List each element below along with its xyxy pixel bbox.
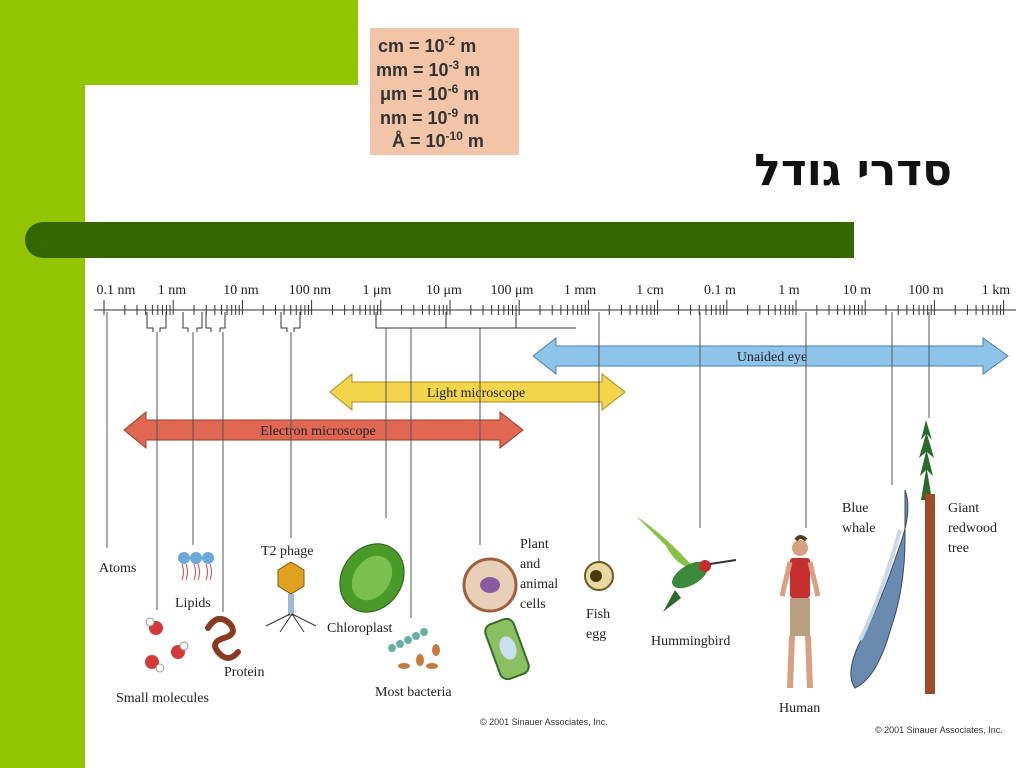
top-green-block [85, 0, 358, 85]
redwood-label-line: Giant [948, 501, 979, 516]
scale-label: 1 nm [158, 283, 187, 298]
cells-label-line: Plant [520, 537, 549, 552]
t2-phage-illustration [265, 561, 317, 633]
range-arrow-light: Light microscope [329, 372, 626, 412]
blue-whale-illustration [850, 489, 909, 689]
small-molecules-label: Small molecules [116, 691, 209, 706]
unit-row: cm = 10-2 m [378, 34, 477, 56]
scale-label: 10 μm [426, 283, 462, 298]
lipids-illustration [178, 552, 214, 581]
hummingbird-illustration [636, 516, 737, 612]
fish-egg-label-line: egg [586, 627, 606, 642]
human-illustration [779, 535, 821, 689]
scale-axis [94, 300, 1016, 332]
cells-label-line: cells [520, 597, 546, 612]
scale-label: 1 μm [363, 283, 392, 298]
scale-label: 1 km [982, 283, 1011, 298]
range-arrow-electron: Electron microscope [123, 410, 524, 450]
scale-label: 1 m [778, 283, 800, 298]
unaided-eye-label: Unaided eye [737, 350, 807, 365]
unit-conversion-box: cm = 10-2 m mm = 10-3 m μm = 10-6 m nm =… [370, 28, 519, 155]
fish-egg-illustration [584, 561, 614, 591]
bacteria-illustration [388, 628, 440, 669]
cells-illustration [462, 557, 530, 681]
blue-whale-label-line: Blue [842, 501, 868, 516]
chloroplast-illustration [339, 543, 405, 613]
redwood-tree-illustration [919, 420, 935, 694]
unit-row: mm = 10-3 m [376, 58, 481, 80]
cells-label-line: and [520, 557, 540, 572]
light-microscope-label: Light microscope [427, 386, 525, 401]
scale-label: 100 m [908, 283, 944, 298]
blue-whale-label-line: whale [842, 521, 875, 536]
small-molecules-illustration [145, 617, 189, 673]
scale-label: 100 μm [491, 283, 534, 298]
left-green-band [0, 0, 85, 768]
hummingbird-label: Hummingbird [651, 634, 730, 649]
title-underline-bar [25, 222, 854, 258]
unit-row: μm = 10-6 m [380, 82, 480, 104]
lipids-label: Lipids [175, 596, 211, 611]
copyright-note: © 2001 Sinauer Associates, Inc. [480, 717, 608, 727]
scale-label: 1 mm [564, 283, 596, 298]
redwood-label-line: redwood [948, 521, 997, 536]
scale-label: 10 m [843, 283, 872, 298]
redwood-label-line: tree [948, 541, 969, 556]
unit-row: Å = 10-10 m [392, 129, 484, 151]
cells-label-line: animal [520, 577, 558, 592]
scale-label: 10 nm [223, 283, 259, 298]
protein-label: Protein [224, 665, 264, 680]
atoms-label: Atoms [99, 561, 136, 576]
slide-title: סדרי גודל [754, 145, 952, 196]
human-label: Human [779, 701, 820, 716]
copyright-note: © 2001 Sinauer Associates, Inc. [875, 725, 1003, 735]
scale-label: 0.1 nm [97, 283, 136, 298]
scale-label: 100 nm [289, 283, 332, 298]
chloroplast-label: Chloroplast [327, 621, 392, 636]
scale-label: 1 cm [636, 283, 664, 298]
most-bacteria-label: Most bacteria [375, 685, 452, 700]
t2-phage-label: T2 phage [261, 544, 313, 559]
scale-label: 0.1 m [704, 283, 736, 298]
range-arrow-unaided: Unaided eye [532, 336, 1009, 376]
electron-microscope-label: Electron microscope [260, 424, 375, 439]
fish-egg-label-line: Fish [586, 607, 610, 622]
protein-illustration [205, 615, 241, 661]
object-pointer-lines [106, 312, 930, 618]
unit-row: nm = 10-9 m [380, 106, 480, 128]
